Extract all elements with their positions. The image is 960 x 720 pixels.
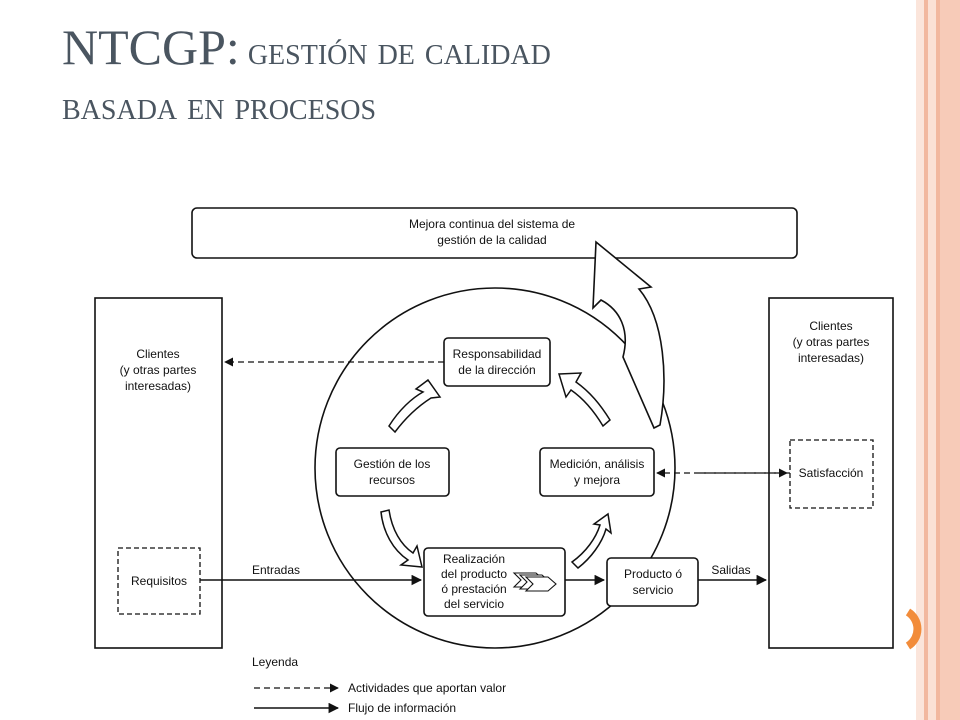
- realizacion-line4: del servicio: [444, 597, 504, 611]
- decor-stripe-4: [936, 0, 940, 720]
- satisfaccion-label: Satisfacción: [799, 466, 864, 480]
- title-line1: gestión de calidad: [247, 28, 551, 73]
- right-clients-line1: Clientes: [809, 319, 852, 333]
- entradas-label: Entradas: [252, 563, 300, 577]
- requisitos-box: [117, 547, 201, 615]
- left-clients-line2: (y otras partes: [120, 363, 197, 377]
- producto-line2: servicio: [633, 583, 674, 597]
- cycle-arrow-top-right: [558, 372, 611, 428]
- medicion-box: [539, 447, 655, 497]
- satisfaccion-box: [789, 439, 874, 509]
- title-prefix: NTCGP:: [62, 19, 240, 75]
- responsabilidad-line2: de la dirección: [458, 363, 535, 377]
- slide-title: NTCGP: gestión de calidad basada en proc…: [62, 22, 882, 126]
- improvement-arrow: [592, 240, 665, 430]
- legend-dashed-label: Actividades que aportan valor: [348, 681, 506, 695]
- producto-box: [606, 557, 699, 607]
- gestion-recursos-line2: recursos: [369, 473, 415, 487]
- realizacion-line1: Realización: [443, 552, 505, 566]
- decor-stripe-2: [924, 0, 928, 720]
- realizacion-line2: del producto: [441, 567, 507, 581]
- decor-stripe-3: [928, 0, 936, 720]
- realizacion-line3: ó prestación: [441, 582, 506, 596]
- responsabilidad-box: [443, 337, 551, 387]
- cycle-arrow-top-left: [388, 378, 442, 434]
- salidas-label: Salidas: [711, 563, 750, 577]
- orange-accent: [905, 608, 922, 650]
- decor-stripe-1: [916, 0, 924, 720]
- legend-solid-label: Flujo de información: [348, 701, 456, 715]
- legend-title: Leyenda: [252, 655, 298, 669]
- gestion-recursos-box: [335, 447, 450, 497]
- decor-stripe-5: [940, 0, 960, 720]
- realizacion-box: [423, 547, 566, 617]
- medicion-line2: y mejora: [574, 473, 620, 487]
- medicion-line1: Medición, análisis: [550, 457, 645, 471]
- title-line2: basada en procesos: [62, 83, 377, 128]
- producto-line1: Producto ó: [624, 567, 682, 581]
- right-clients-line3: interesadas): [798, 351, 864, 365]
- requisitos-label: Requisitos: [131, 574, 187, 588]
- left-clients-box: [94, 297, 223, 649]
- continuous-improvement-box: [191, 207, 798, 259]
- left-clients-line3: interesadas): [125, 379, 191, 393]
- right-clients-line2: (y otras partes: [793, 335, 870, 349]
- realizacion-chevrons: [512, 572, 557, 592]
- top-box-line2: gestión de la calidad: [437, 233, 546, 247]
- gestion-recursos-line1: Gestión de los: [354, 457, 431, 471]
- top-box-line1: Mejora continua del sistema de: [409, 217, 575, 231]
- responsabilidad-line1: Responsabilidad: [453, 347, 542, 361]
- process-circle: [314, 287, 676, 649]
- cycle-arrow-bottom-right: [570, 512, 613, 569]
- cycle-arrow-bottom-left: [380, 509, 423, 568]
- left-clients-line1: Clientes: [136, 347, 179, 361]
